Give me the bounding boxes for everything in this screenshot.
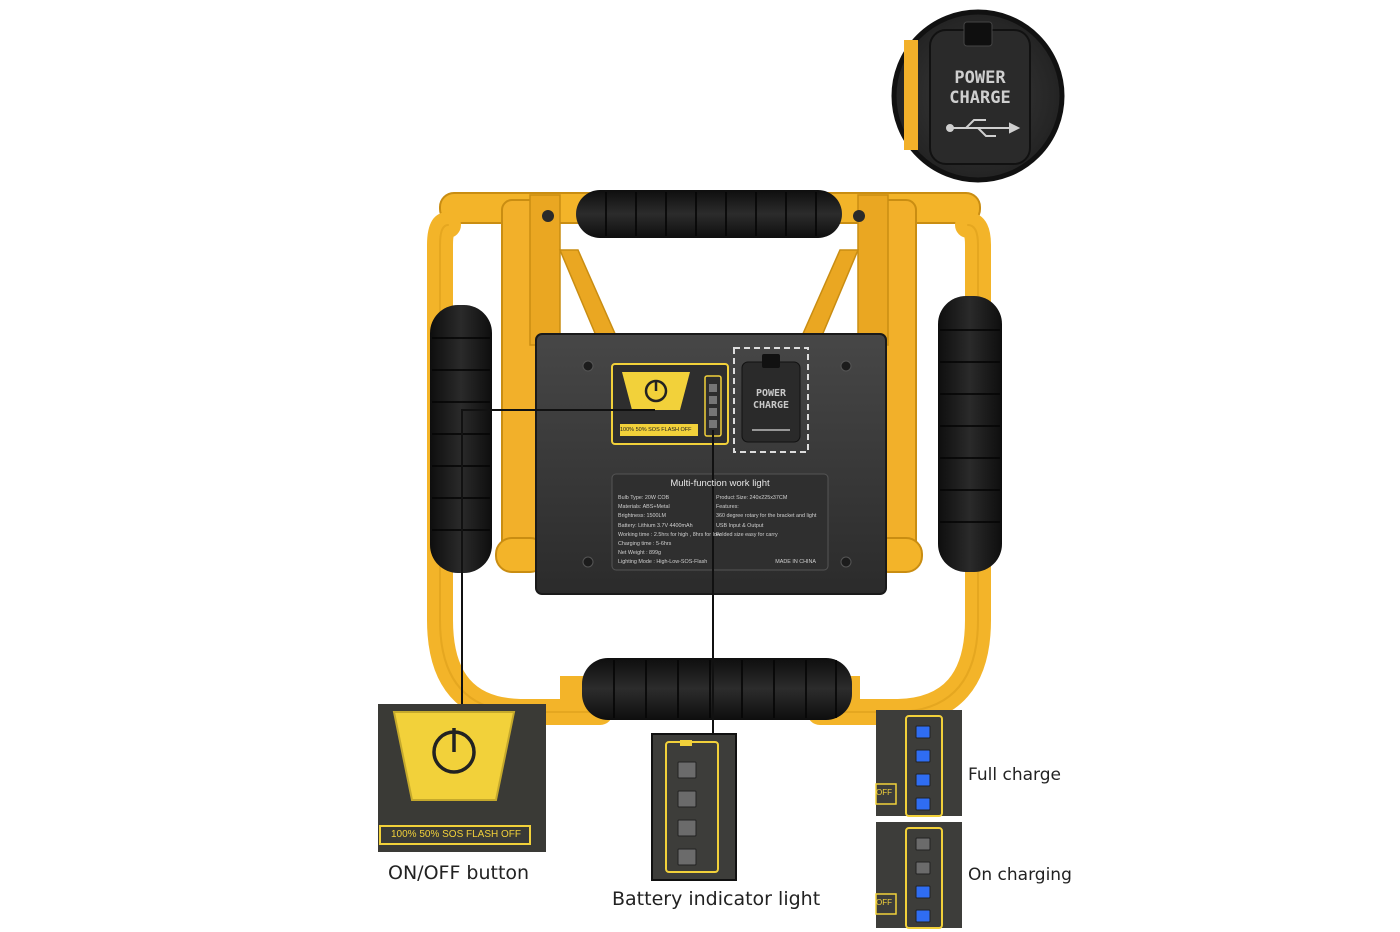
spec-left-7: Lighting Mode : High-Low-SOS-Flash xyxy=(618,559,708,566)
panel-port-line2: CHARGE xyxy=(752,400,790,411)
spec-right-3: USB Input & Output xyxy=(716,522,764,529)
on-charging-led-3 xyxy=(915,909,931,923)
on-charging-led-2 xyxy=(915,885,931,899)
spec-left-5: Charging time : 5-6hrs xyxy=(618,541,672,548)
onoff-tile-label: 100% 50% SOS FLASH OFF xyxy=(390,829,522,840)
zoom-port-line2: CHARGE xyxy=(949,88,1011,108)
on-charging-led-0 xyxy=(915,837,931,851)
spec-left-1: Materials: ABS+Metal xyxy=(618,504,670,511)
right-grip xyxy=(938,296,1002,572)
spec-title: Multi-function work light xyxy=(670,478,770,489)
full-charge-fragment: OFF xyxy=(876,788,892,797)
full-charge-led-0 xyxy=(915,725,931,739)
yellow-frame xyxy=(427,192,991,725)
full-charge-leds xyxy=(915,725,931,811)
usb-icon xyxy=(946,119,1021,137)
spec-right-1: Features: xyxy=(716,504,739,511)
onoff-zoom-tile xyxy=(378,704,546,852)
spec-left-3: Battery: Lithium 3.7V 4400mAh xyxy=(618,522,693,529)
panel-port-label: POWER CHARGE xyxy=(742,388,800,412)
spec-list-right: Product Size: 240x225x37CM Features: 360 d… xyxy=(716,494,824,568)
spec-right-6 xyxy=(716,549,824,558)
battery-leds xyxy=(677,761,697,866)
on-charging-led-1 xyxy=(915,861,931,875)
spec-left-0: Bulb Type: 20W COB xyxy=(618,495,670,501)
spec-right-2: 360 degree rotary for the bracket and li… xyxy=(716,513,817,520)
full-charge-led-1 xyxy=(915,749,931,763)
spec-right-5 xyxy=(716,540,824,549)
full-charge-led-3 xyxy=(915,797,931,811)
onoff-caption: ON/OFF button xyxy=(388,862,530,884)
battery-led-0 xyxy=(677,761,697,779)
on-charging-leds xyxy=(915,837,931,923)
spec-left-2: Brightness: 1500LM xyxy=(618,513,666,520)
on-charging-fragment: OFF xyxy=(876,898,892,907)
bottom-grip xyxy=(582,658,852,720)
spec-left-6: Net Weight : 899g xyxy=(618,550,662,557)
on-charging-caption: On charging xyxy=(968,865,1072,885)
full-charge-caption: Full charge xyxy=(968,765,1061,785)
battery-led-1 xyxy=(677,790,697,808)
panel-switch-label: 100% 50% SOS FLASH OFF xyxy=(620,427,692,433)
full-charge-led-2 xyxy=(915,773,931,787)
spec-right-0: Product Size: 240x225x37CM xyxy=(716,495,788,501)
zoom-port-line1: POWER xyxy=(954,68,1006,88)
battery-led-3 xyxy=(677,848,697,866)
port-zoom-circle xyxy=(891,9,1065,183)
zoom-port-label: POWER CHARGE xyxy=(940,68,1020,108)
panel-port-line1: POWER xyxy=(755,388,787,399)
spec-right-4: Folded size easy for carry xyxy=(716,531,778,538)
battery-caption: Battery indicator light xyxy=(612,888,821,910)
control-panel xyxy=(535,333,887,595)
spec-left-4: Working time : 2.5hrs for high , 8hrs fo… xyxy=(618,531,721,538)
top-grip xyxy=(576,190,842,238)
callout-lines xyxy=(461,409,714,736)
battery-led-2 xyxy=(677,819,697,837)
spec-right-7: MADE IN CHINA xyxy=(775,559,816,566)
